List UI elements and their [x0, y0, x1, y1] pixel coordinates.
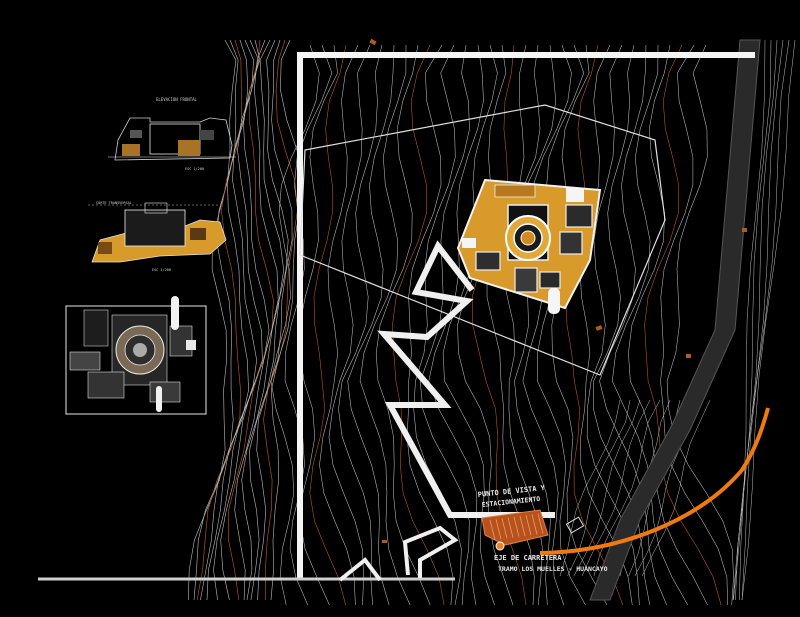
- contour-line: [234, 39, 279, 601]
- parking-stall-line: [489, 519, 496, 541]
- parking-stall-line: [501, 518, 508, 539]
- contour-line: [392, 44, 445, 606]
- contour-line: [213, 39, 263, 601]
- contour-line: [732, 39, 772, 601]
- contour-line: [739, 39, 784, 601]
- parking-stall-line: [531, 514, 538, 535]
- parking-stall-line: [507, 517, 514, 538]
- highway-axis-curve: [539, 407, 770, 555]
- contour-line: [241, 39, 285, 601]
- contour-line: [551, 44, 608, 606]
- contour-line: [270, 44, 320, 606]
- floor-plan-drawing-3: [65, 296, 207, 415]
- contour-line: [428, 44, 484, 606]
- access-path: [377, 240, 555, 518]
- contour-line: [406, 44, 454, 606]
- contour-line: [188, 39, 237, 601]
- contour-line: [375, 44, 431, 606]
- parking-stall-line: [525, 515, 532, 536]
- contour-line: [228, 39, 274, 601]
- parking-stall-line: [495, 519, 502, 540]
- contour-line: [660, 44, 728, 606]
- contour-line: [220, 39, 270, 601]
- road-label-1: EJE DE CARRETERA: [494, 554, 562, 562]
- contour-line: [735, 39, 778, 601]
- elevation-1-title: ELEVACION FRONTAL: [156, 97, 198, 102]
- parking-stall-line: [519, 515, 526, 537]
- viewpoint-parking: [481, 509, 585, 551]
- contour-line: [599, 44, 667, 606]
- access-path-lower: [402, 525, 459, 578]
- access-path-bottom: [338, 557, 382, 582]
- contour-line: [309, 44, 347, 606]
- contour-line: [567, 399, 631, 577]
- contour-line: [193, 39, 239, 601]
- contour-line: [420, 44, 470, 606]
- contour-line: [319, 44, 359, 606]
- contour-line: [263, 39, 298, 600]
- section-2-title: CORTE TRANSVERSAL: [96, 201, 132, 205]
- parking-stripes: [489, 513, 544, 541]
- road-label-2: TRAMO LOS MUELLES - HUANCAYO: [498, 565, 608, 573]
- contour-line: [359, 44, 411, 606]
- contour-line: [559, 399, 621, 577]
- contour-line: [579, 44, 633, 606]
- contour-line: [256, 39, 293, 601]
- contour-line: [612, 44, 689, 606]
- contour-line: [641, 399, 711, 577]
- contour-line: [565, 44, 624, 606]
- contour-line: [666, 44, 734, 606]
- contour-line: [741, 39, 796, 601]
- contour-line: [442, 44, 498, 606]
- site-boundary-frame: [297, 52, 755, 580]
- section-2-scale: ESC 1/200: [152, 268, 171, 272]
- rock-markers: [369, 38, 747, 543]
- main-building-plan: [456, 178, 602, 314]
- section-drawing-2: CORTE TRANSVERSAL ESC 1/200: [88, 201, 227, 272]
- contour-line: [328, 44, 371, 606]
- contour-line: [514, 44, 557, 606]
- contour-line: [347, 44, 395, 606]
- contour-line: [471, 44, 527, 606]
- topographic-contours: [188, 39, 796, 606]
- contour-line: [206, 39, 258, 601]
- contour-line: [284, 44, 333, 606]
- contour-line: [733, 39, 766, 601]
- property-polygon: [299, 104, 666, 376]
- elevation-1-scale: ESC 1/200: [185, 167, 204, 171]
- contour-line: [644, 44, 722, 606]
- contour-line: [338, 44, 383, 606]
- contour-line: [270, 39, 303, 601]
- elevation-drawing-1: ELEVACION FRONTAL ESC 1/200: [108, 97, 236, 171]
- contour-line: [741, 39, 790, 601]
- parking-stall-line: [513, 516, 520, 537]
- contour-line: [200, 39, 249, 601]
- contour-line: [486, 44, 535, 606]
- highway-band: [589, 39, 761, 601]
- contour-line: [249, 39, 289, 601]
- contour-line: [522, 44, 572, 606]
- contour-line: [457, 44, 514, 606]
- contour-line: [537, 44, 586, 606]
- contour-line: [586, 44, 640, 606]
- parking-stall-line: [537, 513, 544, 534]
